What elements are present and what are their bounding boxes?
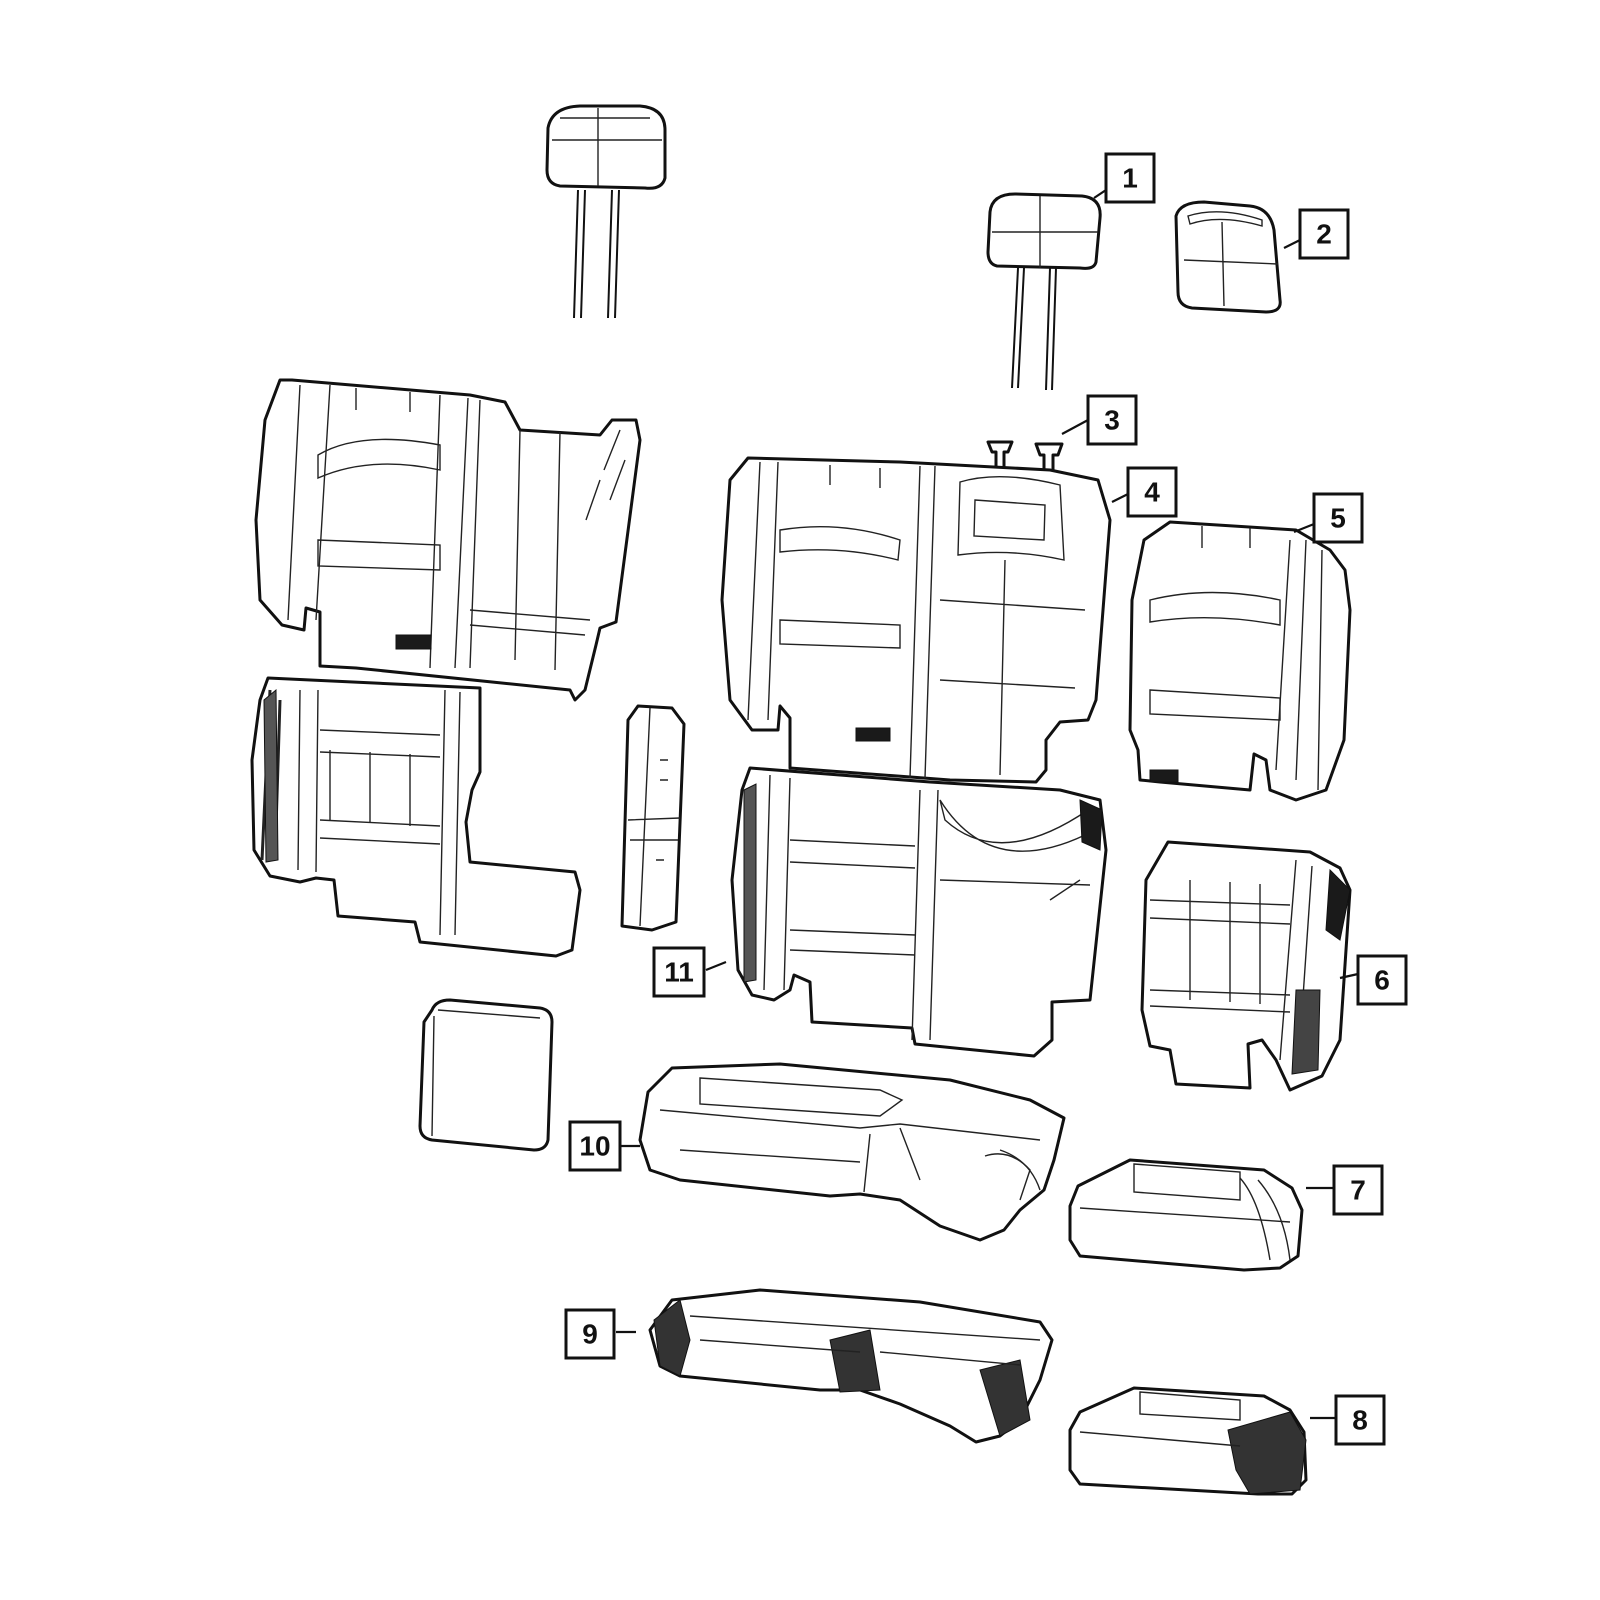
seat-back-right — [1128, 520, 1352, 802]
callout-7: 7 — [1332, 1164, 1384, 1216]
headrest-left — [545, 104, 667, 319]
seat-cushion-foam-right — [1068, 1386, 1308, 1496]
callout-label-10: 10 — [579, 1131, 610, 1162]
callout-1: 1 — [1104, 152, 1156, 204]
seat-back-frame-right — [1140, 840, 1352, 1092]
callout-label-4: 4 — [1144, 477, 1160, 508]
callout-label-1: 1 — [1122, 163, 1138, 194]
callout-label-3: 3 — [1104, 405, 1120, 436]
armrest-panel-strip — [620, 704, 686, 932]
headrest-cover — [1174, 200, 1282, 314]
leader-lines — [616, 189, 1359, 1420]
callout-2: 2 — [1298, 208, 1350, 260]
seat-cushion-foam-center — [648, 1288, 1054, 1444]
callout-8: 8 — [1334, 1394, 1386, 1446]
seat-back-center — [720, 456, 1112, 784]
seat-back-frame-center — [730, 766, 1108, 1058]
callout-label-6: 6 — [1374, 965, 1390, 996]
callout-11: 11 — [652, 946, 706, 998]
callout-4: 4 — [1126, 466, 1178, 518]
seat-cushion-right — [1068, 1158, 1304, 1272]
callout-label-7: 7 — [1350, 1175, 1366, 1206]
seat-back-frame-left — [250, 676, 582, 958]
callout-9: 9 — [564, 1308, 616, 1360]
callout-label-9: 9 — [582, 1319, 598, 1350]
callout-label-5: 5 — [1330, 503, 1346, 534]
headrest-center — [986, 192, 1102, 391]
callout-label-2: 2 — [1316, 219, 1332, 250]
seat-back-left-assembly — [254, 378, 642, 702]
seat-cushion-center — [638, 1062, 1066, 1242]
callout-label-8: 8 — [1352, 1405, 1368, 1436]
callout-10: 10 — [568, 1120, 622, 1172]
callout-6: 6 — [1356, 954, 1408, 1006]
callout-5: 5 — [1312, 492, 1364, 544]
armrest-cushion — [418, 998, 554, 1152]
callout-label-11: 11 — [664, 957, 694, 988]
callout-3: 3 — [1086, 394, 1138, 446]
